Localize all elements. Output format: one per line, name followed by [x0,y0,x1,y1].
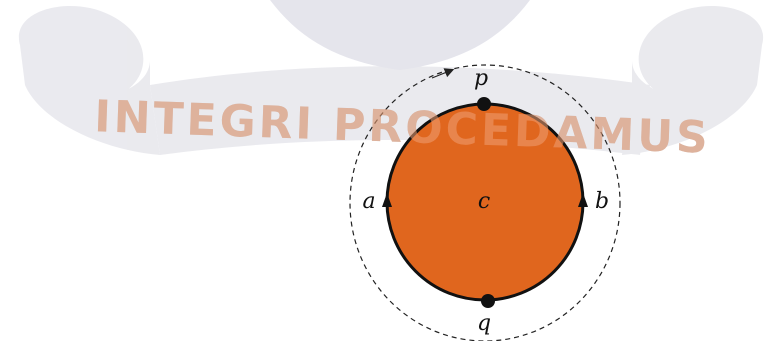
vertex-p [477,97,491,111]
watermark-scroll [18,0,764,155]
label-b: b [595,189,609,214]
watermark-right-curl [622,6,764,155]
dashed-loop-arrow-icon [431,68,455,79]
label-c: c [478,189,490,214]
label-a: a [362,189,375,214]
left-arc-arrow-icon [382,193,392,207]
label-q: q [477,311,491,336]
watermark-left-curl [18,6,160,155]
right-arc-arrow-icon [578,193,588,207]
vertex-q [481,294,495,308]
label-p: p [474,66,488,91]
dashed-loop-path [349,64,621,341]
watermark-shield-tip [270,0,530,70]
